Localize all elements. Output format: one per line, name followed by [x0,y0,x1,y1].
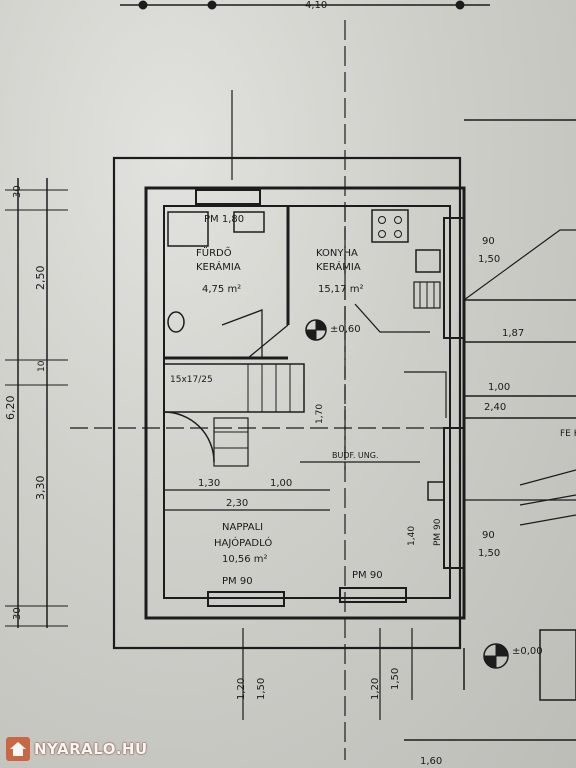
kitchen-area: 15,17 m² [318,284,364,295]
living-floor: HAJÓPADLÓ [214,536,272,549]
dim-bottom-150a: 1,50 [256,678,267,700]
kitchen-name: KONYHA [316,248,358,259]
side-window-label: PM 90 [433,518,443,546]
dim-top: 4,10 [305,0,327,11]
dim-100: 1,00 [270,478,292,489]
dim-right-90a: 90 [482,236,495,247]
kitchen-floor: KERÁMIA [316,260,361,273]
dim-130: 1,30 [198,478,220,489]
dim-left-250: 2,50 [34,266,47,291]
dim-bottom-150b: 1,50 [390,668,401,690]
bath-name: FÜRDŐ [196,245,232,259]
dim-right-150a: 1,50 [478,254,500,265]
living-name: NAPPALI [222,522,263,533]
stair-label: 15x17/25 [170,375,213,385]
dim-bottom-160: 1,60 [420,756,442,767]
dim-170: 1,70 [315,404,325,424]
dim-230: 2,30 [226,498,248,509]
beam-label: BUDF. UNG. [332,451,379,460]
living-area: 10,56 m² [222,554,268,565]
outside-level-label: ±0,00 [512,646,543,657]
dim-left-30: 30 [12,185,23,198]
dim-right-100: 1,00 [488,382,510,393]
level-label: ±0,60 [330,324,361,335]
bath-window-label: PM 1,80 [204,214,244,225]
house-icon [6,737,30,761]
kitchen-bottom-window-label: PM 90 [352,570,383,581]
dim-right-90b: 90 [482,530,495,541]
dim-140: 1,40 [407,526,417,546]
dim-left-30b: 30 [12,607,23,620]
watermark-text: NYARALO.HU [34,740,148,758]
living-window-label: PM 90 [222,576,253,587]
dim-left-10: 10 [37,360,47,372]
dim-bottom-120b: 1,20 [370,678,381,700]
dim-bottom-120a: 1,20 [236,678,247,700]
dim-right-240: 2,40 [484,402,506,413]
bath-area: 4,75 m² [202,284,241,295]
dim-right-187: 1,87 [502,328,524,339]
watermark: NYARALO.HU [6,737,148,761]
outside-label: FE K 12 [560,429,576,439]
bath-floor: KERÁMIA [196,260,241,273]
dim-left-620: 6,20 [4,396,17,421]
dim-left-330: 3,30 [34,476,47,501]
dim-right-150b: 1,50 [478,548,500,559]
